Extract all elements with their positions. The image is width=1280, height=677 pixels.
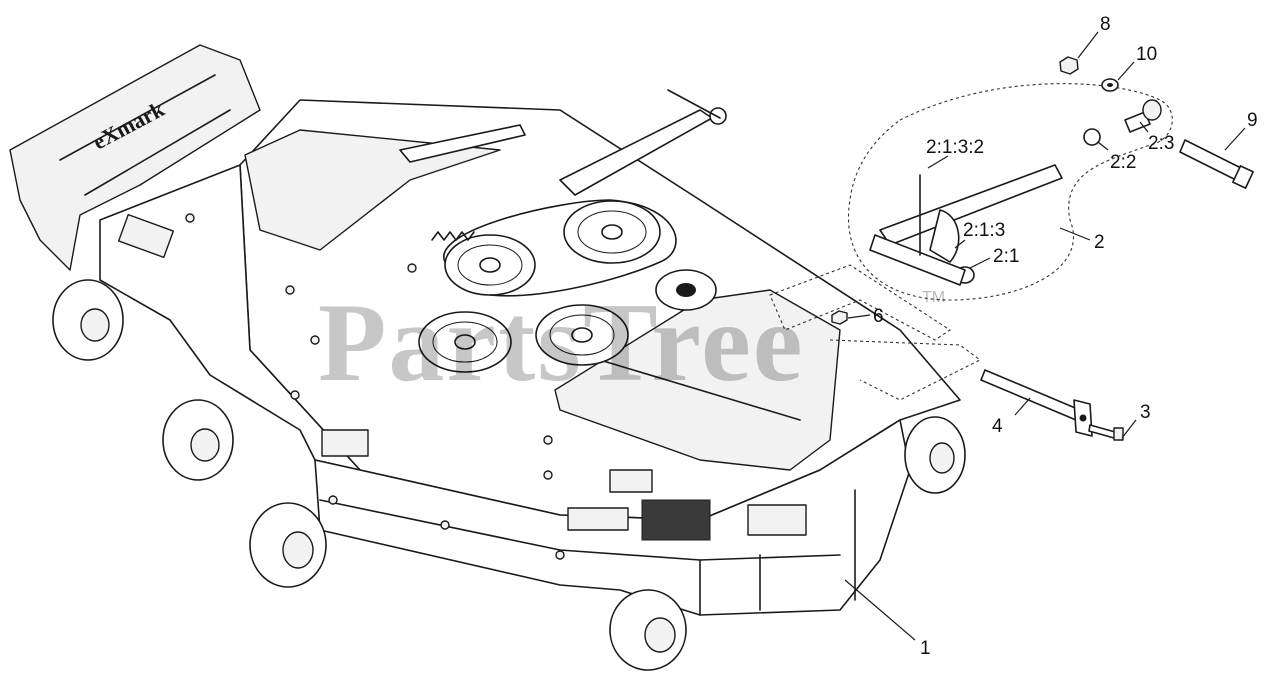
callout-9: 9: [1247, 110, 1258, 131]
callout-2-1-3-2: 2:1:3:2: [926, 137, 984, 158]
callout-3: 3: [1140, 402, 1151, 423]
warning-decal: [747, 504, 807, 536]
warning-decal: [567, 507, 629, 531]
trademark-symbol: TM: [922, 289, 945, 306]
caster-wheel: [162, 399, 234, 481]
callout-2-1: 2:1: [993, 246, 1019, 267]
exploded-parts: [769, 56, 1254, 441]
pulley: [535, 304, 629, 366]
caster-wheel: [609, 589, 687, 671]
pulley: [444, 234, 536, 296]
callout-4: 4: [992, 416, 1003, 437]
mower-deck: eXmark: [9, 44, 966, 671]
operator-decal: [641, 499, 711, 541]
warning-decal: [117, 213, 175, 259]
idler-pulley: [655, 269, 717, 311]
pulley: [418, 311, 512, 373]
callout-2-2: 2:2: [1110, 152, 1136, 173]
callout-2: 2: [1094, 232, 1105, 253]
callout-6: 6: [873, 306, 884, 327]
callout-10: 10: [1136, 44, 1157, 65]
caster-wheel: [52, 279, 124, 361]
callout-2-1-3: 2:1:3: [963, 220, 1005, 241]
callout-1: 1: [920, 638, 931, 659]
pulley: [563, 200, 661, 264]
callout-labels: 1 2 2:1 2:1:3 2:1:3:2 2:2 2:3 3 4 6 8 9 …: [873, 14, 1258, 659]
callout-2-3: 2:3: [1148, 133, 1174, 154]
callout-8: 8: [1100, 14, 1111, 35]
watermark: PartsTree TM: [318, 281, 945, 405]
caster-wheel: [904, 416, 966, 494]
deck-bolts: [185, 213, 565, 560]
callout-leaders: [844, 31, 1246, 641]
warning-decal: [609, 469, 653, 493]
watermark-text: PartsTree: [318, 281, 805, 405]
caster-wheel: [249, 502, 327, 588]
warning-decal: [321, 429, 369, 457]
